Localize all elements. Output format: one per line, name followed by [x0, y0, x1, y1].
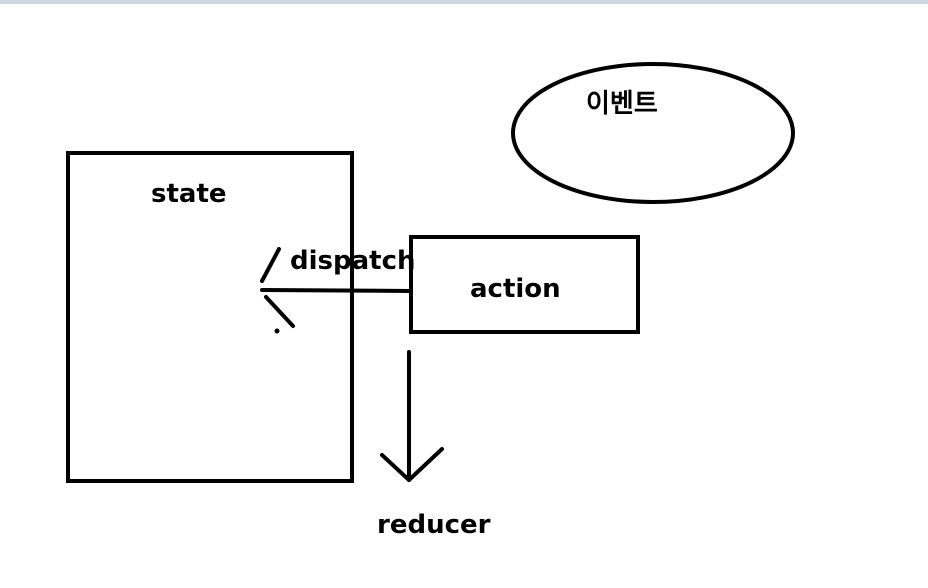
event-ellipse: [511, 62, 795, 204]
dispatch-label: dispatch: [290, 246, 416, 276]
action-label: action: [470, 274, 561, 304]
state-box: [66, 151, 354, 483]
dispatch-arrow: [260, 247, 413, 334]
event-label: 이벤트: [586, 89, 658, 119]
action-box: [409, 235, 640, 334]
reducer-label: reducer: [377, 510, 491, 540]
window-top-strip: [0, 0, 928, 4]
reducer-arrow: [380, 350, 444, 482]
state-label: state: [151, 179, 227, 209]
